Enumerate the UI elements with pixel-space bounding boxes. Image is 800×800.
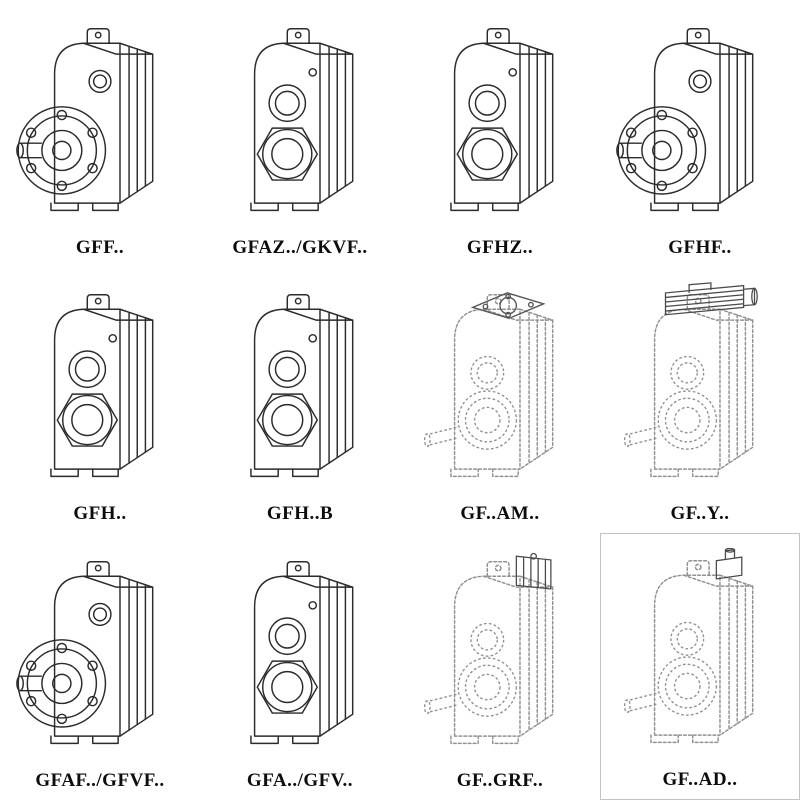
product-label: GF..AD.. [662, 769, 738, 791]
product-label: GFHF.. [668, 236, 732, 258]
product-label: GF..Y.. [670, 503, 730, 525]
product-label: GFAZ../GKVF.. [232, 236, 368, 258]
gearbox-phantom-input-shaft-icon [609, 548, 791, 766]
product-cell-gfa-gfv: GFA../GFV.. [200, 533, 400, 800]
gearbox-hollow-shaft-icon [409, 16, 591, 234]
product-cell-gfaf-gfvf: GFAF../GFVF.. [0, 533, 200, 800]
gearbox-flange-output-icon [9, 16, 191, 234]
product-cell-gfhf: GFHF.. [600, 0, 800, 267]
product-label: GFH.. [73, 503, 127, 525]
gearbox-hollow-shaft-icon [209, 549, 391, 767]
product-label: GFAF../GFVF.. [35, 770, 165, 792]
gearbox-phantom-iec-adapter-icon [409, 282, 591, 500]
product-label: GFH..B [266, 503, 334, 525]
product-label: GFHZ.. [466, 236, 534, 258]
product-label: GFA../GFV.. [246, 770, 354, 792]
gearbox-phantom-motor-icon [609, 282, 791, 500]
product-cell-gfh-b: GFH..B [200, 267, 400, 534]
product-cell-gfh: GFH.. [0, 267, 200, 534]
product-cell-gf-am: GF..AM.. [400, 267, 600, 534]
product-label: GFF.. [75, 236, 125, 258]
product-cell-gf-y: GF..Y.. [600, 267, 800, 534]
product-cell-gfaz-gkvf: GFAZ../GKVF.. [200, 0, 400, 267]
product-cell-gff: GFF.. [0, 0, 200, 267]
product-cell-gf-ad: GF..AD.. [600, 533, 800, 800]
gearbox-flange-output-icon [609, 16, 791, 234]
gearbox-flange-output-icon [9, 549, 191, 767]
product-label: GF..GRF.. [456, 770, 544, 792]
product-cell-gfhz: GFHZ.. [400, 0, 600, 267]
gearbox-hollow-shaft-icon [209, 16, 391, 234]
gearbox-hollow-shaft-icon [209, 282, 391, 500]
product-cell-gf-grf: GF..GRF.. [400, 533, 600, 800]
product-label: GF..AM.. [460, 503, 540, 525]
gearbox-hollow-shaft-icon [9, 282, 191, 500]
gearbox-phantom-adapter-block-icon [409, 549, 591, 767]
